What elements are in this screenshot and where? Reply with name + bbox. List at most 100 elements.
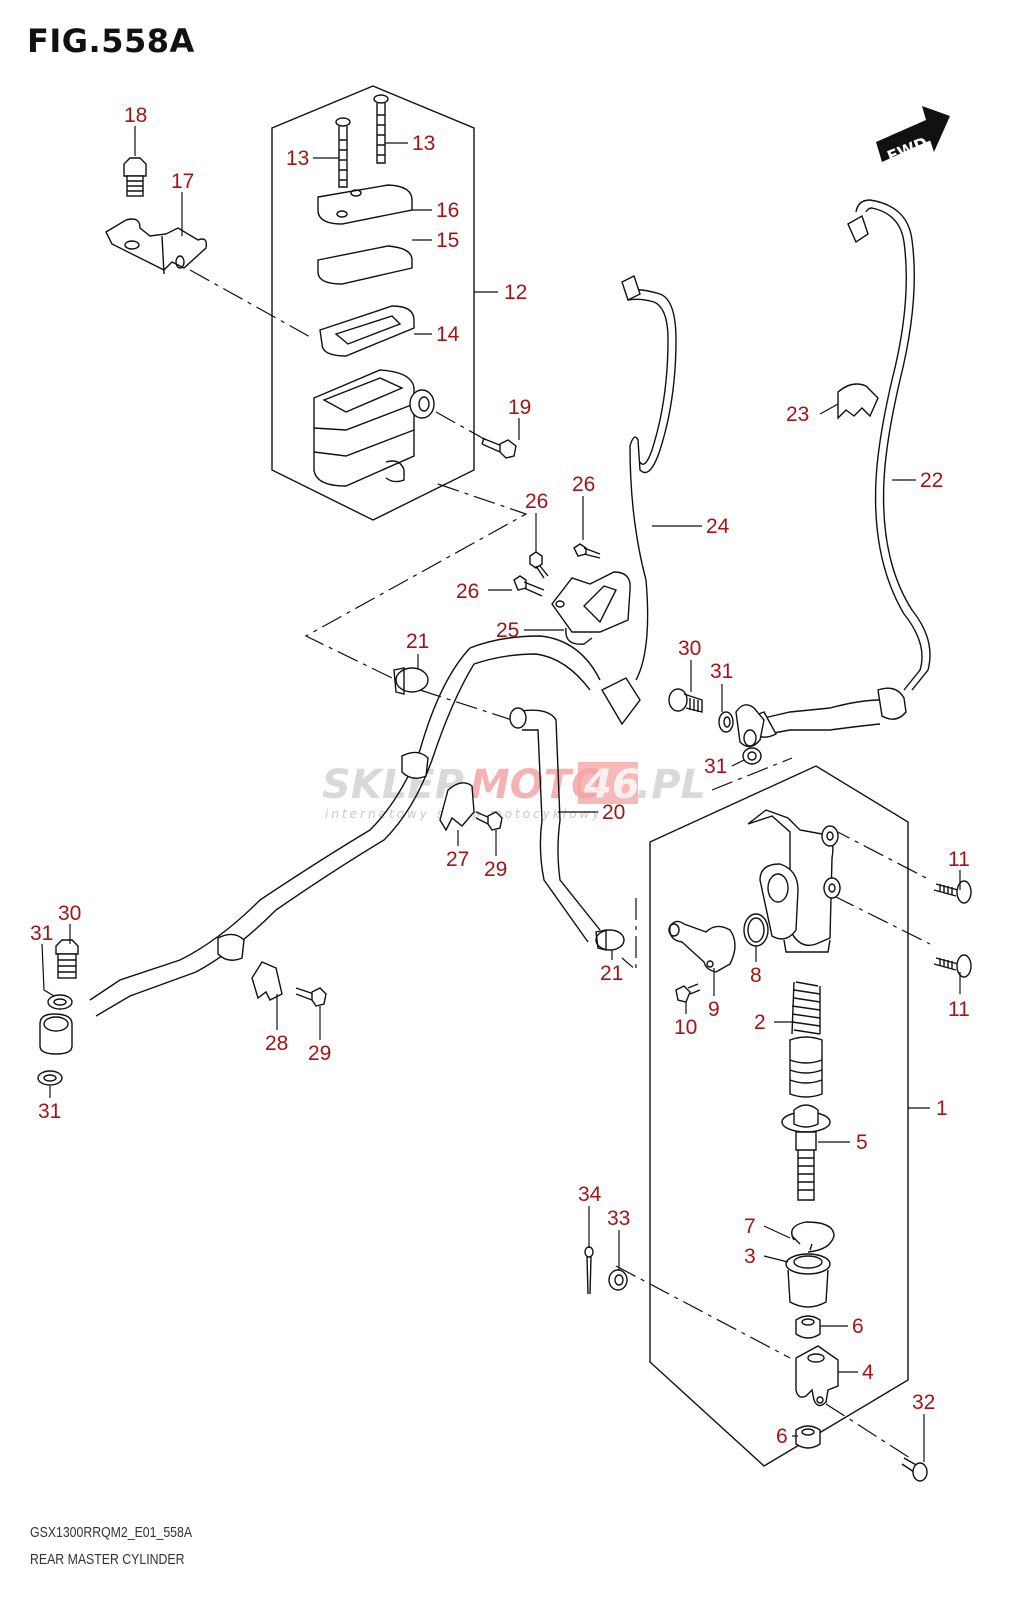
callout-26-c: 26 (456, 580, 479, 603)
screw-11-upper (933, 880, 972, 904)
watermark-brand-left: SKLEP (322, 762, 464, 808)
bracket-17 (105, 218, 208, 275)
callout-18: 18 (124, 104, 147, 127)
callout-11-upper: 11 (948, 848, 970, 871)
spring-2 (791, 981, 821, 1035)
dash-clamp-hose20 (419, 689, 513, 721)
o-ring-8 (743, 913, 769, 947)
model-code: GSX1300RRQM2_E01_558A (30, 1524, 193, 1541)
callout-13-left: 13 (286, 147, 309, 170)
leader-lines (41, 126, 961, 1462)
nut-6-upper (795, 1315, 821, 1339)
reservoir-hose-long (89, 635, 601, 1017)
diaphragm-plate-15 (317, 245, 413, 285)
watermark-num-box (578, 762, 638, 804)
screw-11-lower (933, 954, 972, 978)
callout-10: 10 (674, 1016, 697, 1039)
figure-title: FIG.558A (27, 22, 195, 60)
master-cylinder-body (747, 809, 841, 953)
callout-2: 2 (754, 1011, 766, 1034)
callout-9: 9 (708, 998, 720, 1021)
hose-24 (601, 275, 677, 726)
figure-name: REAR MASTER CYLINDER (30, 1551, 185, 1568)
callout-32: 32 (912, 1391, 935, 1414)
banjo-fitting-upper (735, 704, 765, 748)
hose-clip-28 (251, 961, 283, 1001)
diaphragm-14 (319, 305, 415, 357)
callout-31-middle: 31 (704, 755, 727, 778)
hose-clip-27 (439, 782, 475, 832)
watermark-brand-tld: .PL (636, 762, 706, 808)
dash-screw-11b (833, 895, 931, 945)
reservoir-cap-16 (317, 184, 413, 225)
washer-31-upper (718, 711, 734, 733)
dash-reservoir-bolt (435, 411, 487, 441)
master-cylinder-box (649, 765, 909, 1467)
callout-11-lower: 11 (948, 998, 970, 1021)
callout-30-upper: 30 (678, 637, 701, 660)
screw-10 (675, 983, 701, 1003)
callout-16: 16 (436, 199, 459, 222)
callout-6-lower: 6 (776, 1425, 788, 1448)
hose-20 (509, 707, 601, 943)
callout-15: 15 (436, 229, 459, 252)
callout-8: 8 (750, 964, 762, 987)
callout-1: 1 (936, 1097, 948, 1120)
callout-7: 7 (744, 1215, 756, 1238)
bolt-29-lower (295, 987, 327, 1007)
bolt-26-b (573, 543, 601, 559)
circlip-7 (791, 1221, 835, 1253)
callout-6-upper: 6 (852, 1315, 864, 1338)
watermark-brand-num: 46 (583, 762, 640, 808)
callout-33: 33 (607, 1207, 630, 1230)
callout-5: 5 (856, 1131, 868, 1154)
fwd-arrow: FWD (876, 106, 950, 166)
dash-bracket-reservoir (189, 269, 313, 339)
callout-20: 20 (602, 801, 625, 824)
cotter-pin-34 (584, 1246, 594, 1295)
callout-13-right: 13 (412, 132, 435, 155)
callout-34: 34 (578, 1183, 602, 1206)
banjo-bolt-30-lower (55, 939, 79, 979)
nut-6-lower (795, 1425, 821, 1449)
dash-screw-11a (829, 827, 931, 881)
hose-22-lower (751, 699, 881, 738)
callout-26-b: 26 (572, 473, 595, 496)
callout-12: 12 (504, 281, 527, 304)
callout-24: 24 (706, 515, 730, 538)
hose-22 (847, 199, 931, 720)
banjo-eye-left (39, 1013, 73, 1055)
callout-23: 23 (786, 403, 809, 426)
dash-reservoir-hose (304, 483, 528, 679)
bracket-25 (551, 571, 631, 645)
callout-25: 25 (496, 619, 519, 642)
reservoir-assembly-box (271, 85, 475, 521)
washer-31-lower (742, 747, 762, 765)
callout-22: 22 (920, 469, 943, 492)
callout-4: 4 (862, 1361, 874, 1384)
callout-26-a: 26 (525, 490, 548, 513)
callout-29-upper: 29 (484, 858, 507, 881)
callout-27: 27 (446, 848, 469, 871)
reservoir-body (313, 369, 435, 487)
dash-washer-clevis (615, 1265, 791, 1359)
hose-fitting-9 (668, 920, 736, 973)
bolt-26-a (529, 551, 549, 579)
callout-14: 14 (436, 323, 460, 346)
clevis-pin-32 (901, 1457, 928, 1482)
boot-3 (785, 1253, 831, 1308)
hose-clamp-21-upper (393, 667, 429, 695)
watermark: SKLEP MOTO 46 .PL internetowy sklep moto… (322, 762, 706, 821)
callout-28: 28 (265, 1032, 288, 1055)
push-rod-5 (781, 1104, 831, 1201)
callout-21-lower: 21 (600, 962, 623, 985)
dash-clevis-pin (825, 1403, 911, 1459)
piston-assembly (789, 1036, 823, 1098)
screw-13-right (373, 94, 389, 164)
washer-33 (608, 1269, 628, 1291)
hose-clamp-21-lower (595, 929, 625, 951)
callout-31-left-upper: 31 (30, 922, 53, 945)
callout-21-upper: 21 (406, 630, 429, 653)
washer-31-left-upper (47, 994, 73, 1010)
